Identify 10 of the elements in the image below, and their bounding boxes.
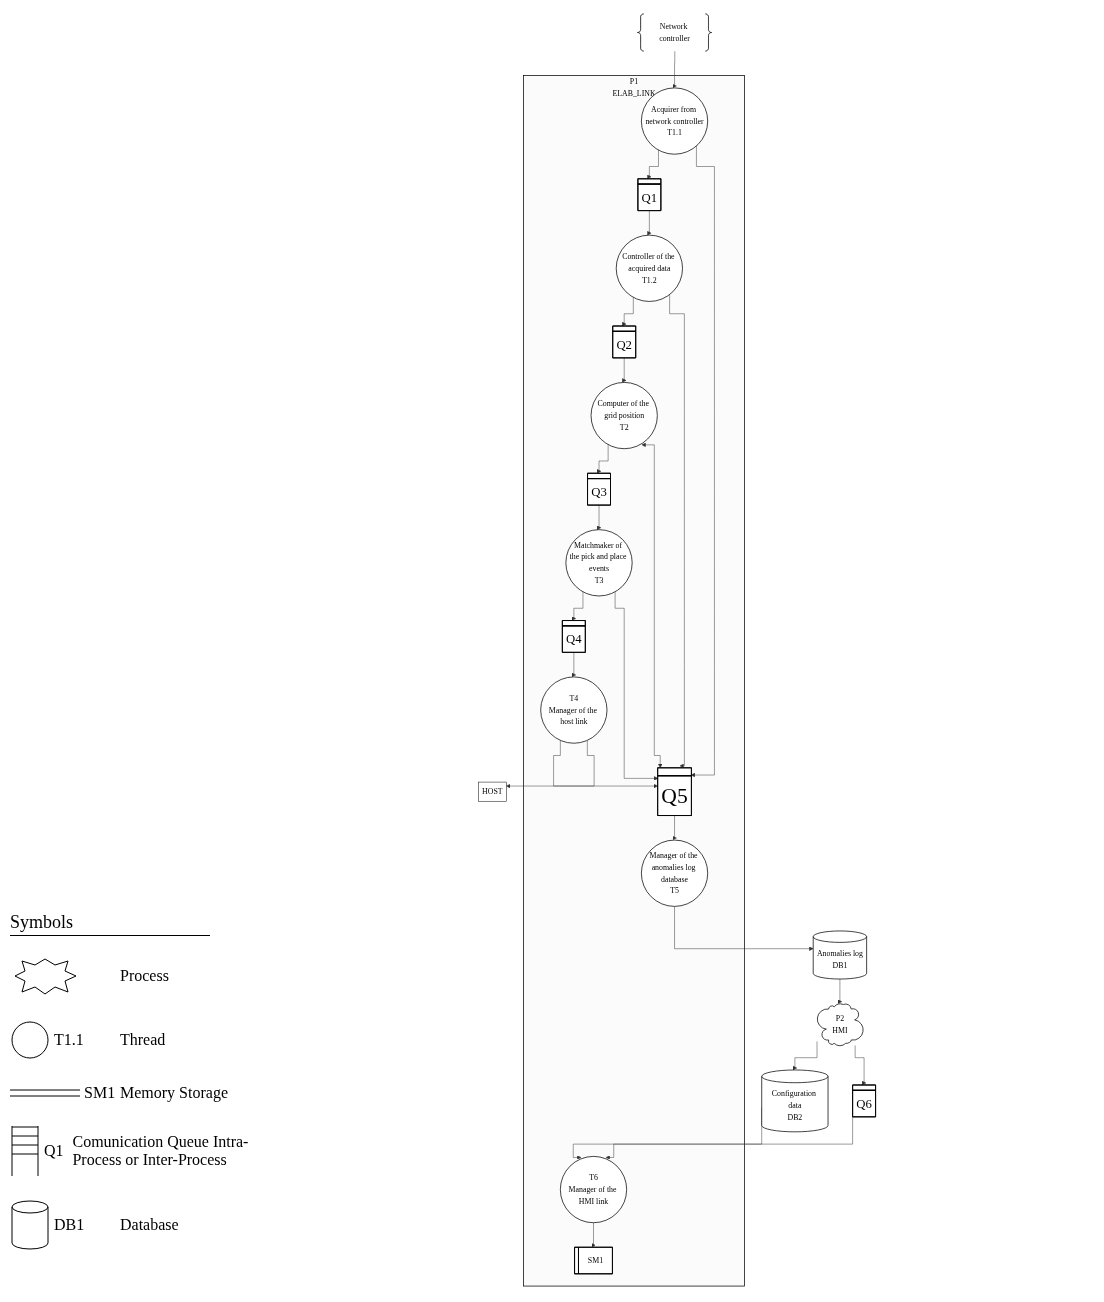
legend-text: Database <box>120 1216 179 1234</box>
legend-text: Memory Storage <box>120 1084 228 1102</box>
legend-text: Process <box>120 967 169 985</box>
legend-heading: Symbols <box>10 912 210 936</box>
symbol-label: DB1 <box>54 1216 85 1234</box>
symbol-label: T1.1 <box>54 1031 84 1049</box>
legend-text: Thread <box>120 1031 166 1049</box>
legend-text: Comunication Queue Intra-Process or Inter-Process <box>72 1133 250 1169</box>
symbol-label: Q1 <box>44 1142 64 1160</box>
symbol-label: SM1 <box>84 1084 116 1102</box>
